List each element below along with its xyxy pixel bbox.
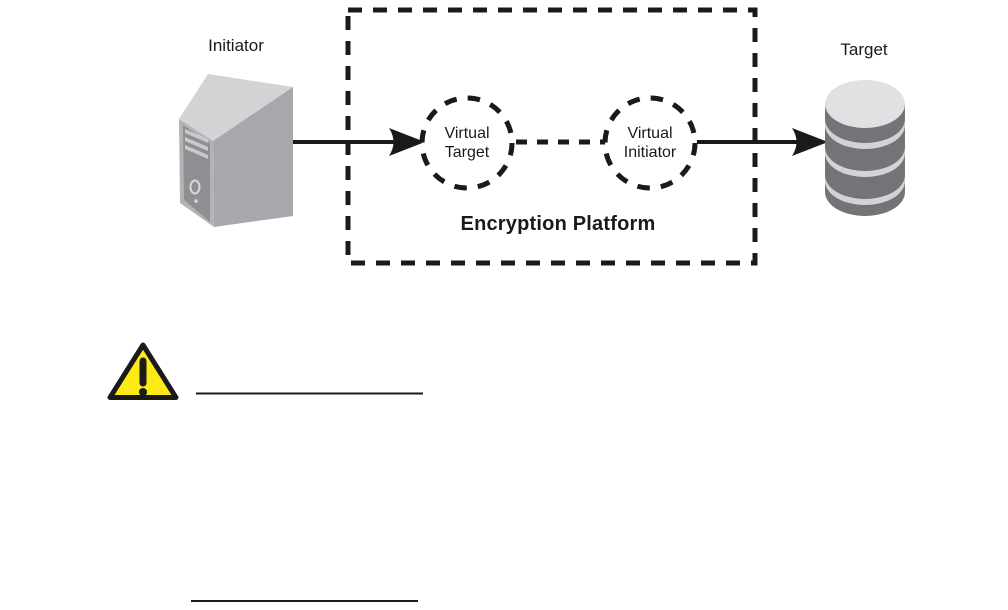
tower-side-face: [213, 87, 293, 227]
tower-top-face: [179, 74, 293, 141]
tower-drive-bay-slot: [185, 129, 208, 143]
tower-drive-bay-slot: [185, 137, 208, 151]
virtual-target-label: Virtual Target: [444, 125, 490, 161]
arrow-virtual-initiator-to-target: [697, 128, 828, 156]
database-separator-band: [825, 175, 905, 205]
encryption-platform-label: Encryption Platform: [460, 213, 656, 235]
arrowhead: [792, 128, 828, 156]
tower-drive-bay-slot: [185, 145, 208, 159]
target-database-icon: [825, 80, 905, 216]
database-separator-band: [825, 119, 905, 149]
tower-power-button: [189, 179, 201, 195]
target-label: Target: [840, 40, 888, 59]
database-top-ellipse: [825, 80, 905, 128]
tower-led-dot: [194, 199, 198, 203]
virtual-initiator-circle: [602, 95, 698, 191]
database-separator-band: [825, 147, 905, 177]
initiator-computer-icon: [179, 74, 293, 227]
arrowhead: [389, 128, 425, 156]
virtual-target-circle: [419, 95, 515, 191]
encryption-platform-dashed-box: [345, 7, 758, 266]
warning-exclamation-dot: [139, 388, 147, 396]
warning-triangle-icon: [107, 342, 179, 400]
database-body: [825, 104, 905, 216]
arrow-initiator-to-virtual-target: [293, 128, 425, 156]
virtual-initiator-label: Virtual Initiator: [623, 125, 677, 161]
initiator-label: Initiator: [208, 36, 264, 55]
